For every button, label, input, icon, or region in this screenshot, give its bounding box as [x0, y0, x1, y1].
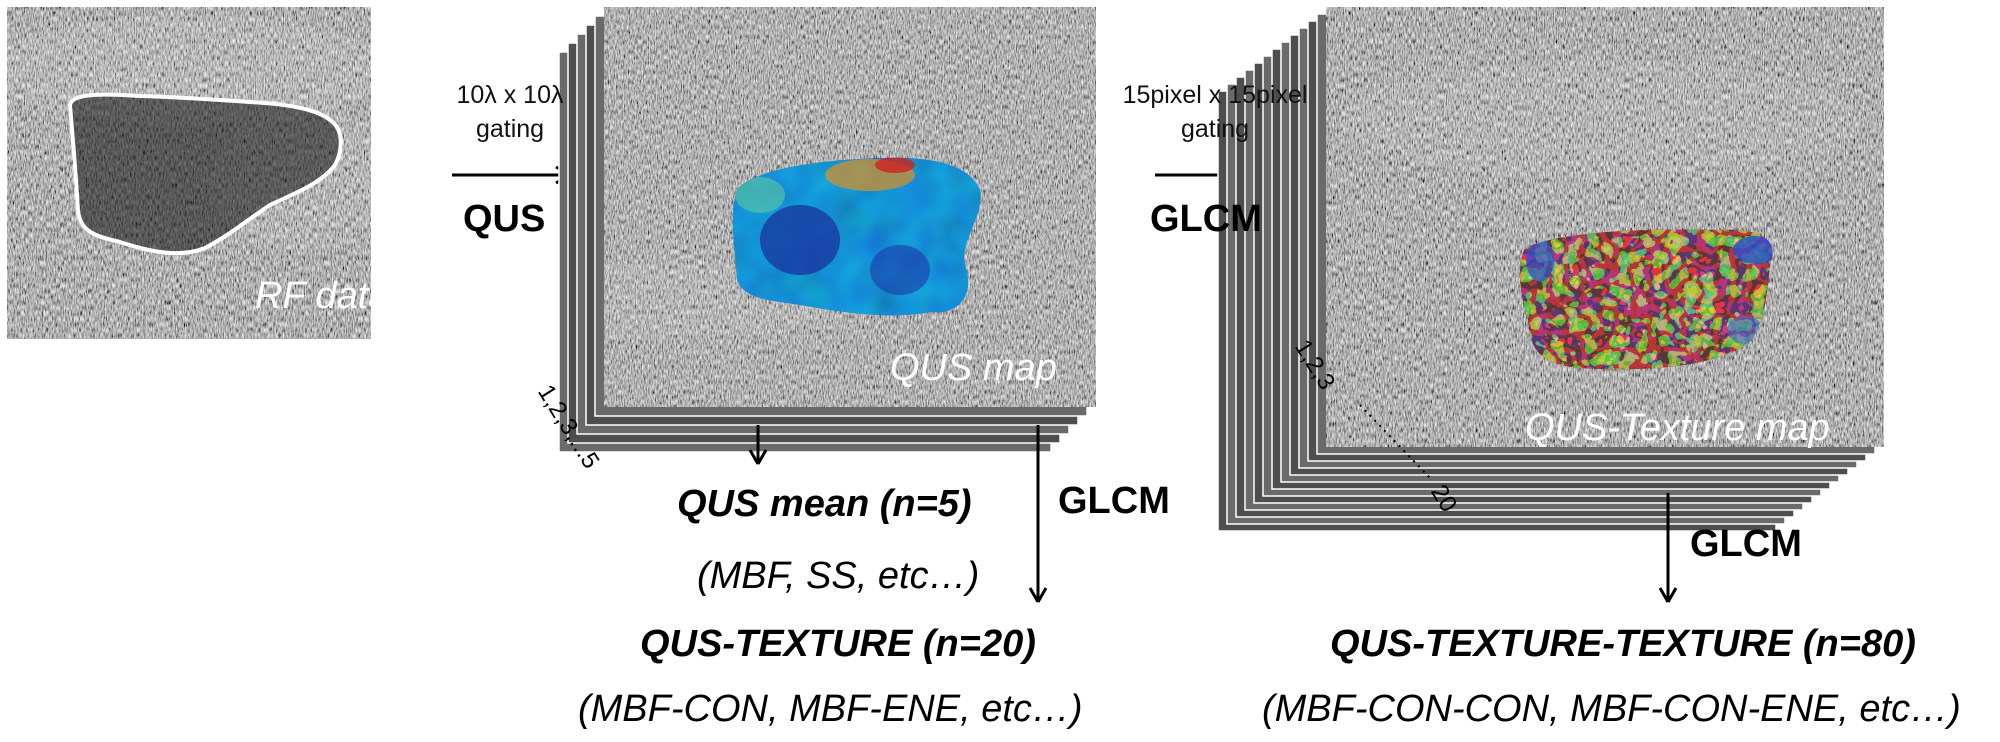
qus-texture-examples: (MBF-CON, MBF-ENE, etc…) [578, 688, 1083, 730]
qus-arrow [452, 165, 571, 185]
glcm-method-label: GLCM [1150, 198, 1262, 240]
rf-data-image [7, 7, 371, 339]
qus-texture-arrow [1028, 425, 1048, 603]
qus-tt-method-label: GLCM [1690, 523, 1802, 565]
qus-texture-map-label: QUS-Texture map [1525, 407, 1830, 449]
qus-texture-texture-examples: (MBF-CON-CON, MBF-CON-ENE, etc…) [1262, 688, 1961, 730]
gating-size-1: 10λ x 10λ [456, 81, 564, 109]
gating-label-1: 10λ x 10λ gating [430, 78, 590, 146]
qus-method-label: QUS [463, 198, 546, 240]
tumor-contour [67, 92, 343, 256]
qus-map-stack [558, 7, 1096, 453]
gating-size-2: 15pixel x 15pixel [1122, 81, 1308, 109]
gating-word-2: gating [1180, 115, 1250, 143]
qus-texture-map-stack [1217, 7, 1884, 532]
qus-mean-title: QUS mean (n=5) [677, 483, 972, 525]
qus-texture-texture-arrow [1658, 493, 1678, 603]
gating-word-1: gating [475, 115, 545, 143]
rf-data-label: RF data [255, 275, 390, 317]
qus-texture-title: QUS-TEXTURE (n=20) [640, 623, 1036, 665]
texture-overlay [1519, 229, 1773, 370]
qus-texture-method-label: GLCM [1058, 480, 1170, 522]
gating-label-2: 15pixel x 15pixel gating [1095, 78, 1335, 146]
qus-mean-examples: (MBF, SS, etc…) [697, 555, 980, 597]
qus-map-label: QUS map [890, 347, 1057, 389]
qus-mean-arrow [748, 425, 768, 465]
qus-texture-texture-title: QUS-TEXTURE-TEXTURE (n=80) [1330, 623, 1916, 665]
qus-parametric-overlay [732, 157, 981, 316]
